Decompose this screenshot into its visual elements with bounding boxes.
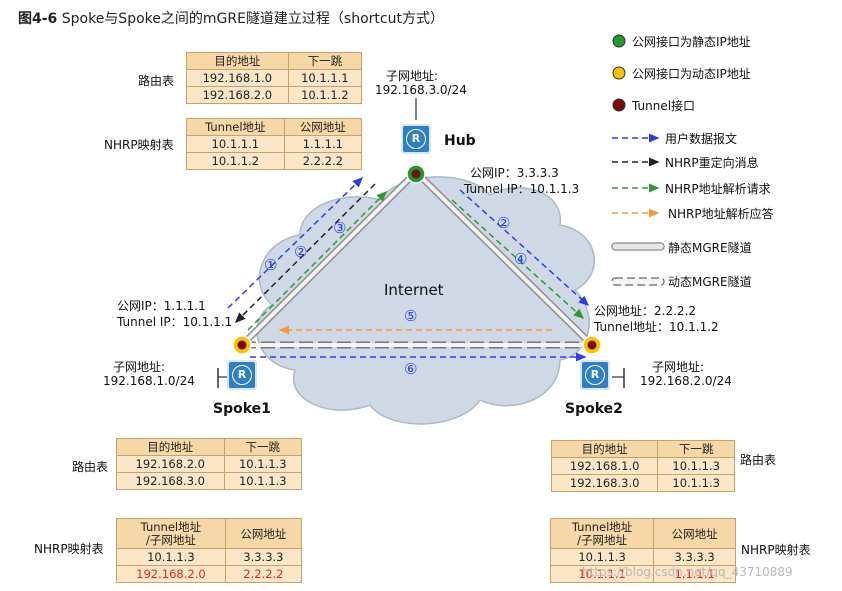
- header-cell: Tunnel地址: [186, 118, 285, 136]
- watermark: https://blog.csdn.net/qq_43710889: [582, 565, 793, 579]
- spoke1-tunnel-ip: Tunnel IP：10.1.1.1: [117, 315, 233, 329]
- spoke1-public-ip: 公网IP：1.1.1.1: [117, 299, 206, 313]
- header-cell: 公网地址: [653, 518, 736, 549]
- spoke2-router-icon: R: [580, 360, 610, 390]
- spoke2-subnet-label: 子网地址:: [652, 360, 705, 374]
- legend-dynamic-tunnel: 动态MGRE隧道: [668, 275, 752, 289]
- spoke2-tunnel-ip: Tunnel地址：10.1.1.2: [594, 320, 719, 334]
- step-3-marker: ③: [333, 219, 347, 237]
- arrow-1-user-data: [227, 176, 364, 309]
- header-cell: 下一跳: [657, 440, 735, 458]
- static-tunnel-hub-spoke2: [413, 169, 595, 348]
- legend-static-tunnel: 静态MGRE隧道: [668, 241, 752, 255]
- arrow-2-nhrp-redirect: [234, 183, 376, 324]
- step-1-marker: ①: [264, 256, 278, 274]
- legend-tunnel-interface: Tunnel接口: [632, 99, 696, 113]
- hub-subnet-label: 子网地址:: [386, 69, 439, 83]
- internet-label: Internet: [384, 281, 444, 299]
- legend-dynamic-ip: 公网接口为动态IP地址: [632, 67, 751, 81]
- spoke2-dynamic-ip-dot-icon: [582, 335, 602, 355]
- hub-subnet: 192.168.3.0/24: [375, 83, 467, 97]
- hub-nhrp-table-label: NHRP映射表: [104, 138, 174, 152]
- legend-user-data: 用户数据报文: [665, 132, 738, 146]
- hub-public-ip: 公网IP：3.3.3.3: [470, 166, 559, 180]
- header-cell: 目的地址: [186, 52, 289, 70]
- legend-nhrp-redirect: NHRP重定向消息: [665, 156, 759, 170]
- hub-static-ip-dot-icon: [406, 164, 426, 184]
- spoke1-name: Spoke1: [213, 401, 271, 417]
- spoke1-subnet: 192.168.1.0/24: [103, 374, 195, 388]
- legend-nhrp-reply: NHRP地址解析应答: [668, 207, 774, 221]
- header-cell: Tunnel地址 /子网地址: [549, 518, 655, 549]
- spoke1-nhrp-table-label: NHRP映射表: [34, 542, 104, 556]
- header-cell: Tunnel地址 /子网地址: [116, 518, 226, 549]
- spoke1-subnet-label: 子网地址:: [113, 360, 166, 374]
- legend-graphics: [611, 34, 665, 286]
- spoke2-subnet: 192.168.2.0/24: [640, 374, 732, 388]
- legend-static-ip: 公网接口为静态IP地址: [632, 35, 751, 49]
- spoke1-dynamic-ip-dot-icon: [232, 335, 252, 355]
- arrow-2-user-data-right: [459, 189, 590, 307]
- step-5-marker: ⑤: [404, 307, 418, 325]
- step-6-marker: ⑥: [404, 360, 418, 378]
- spoke2-route-table-label: 路由表: [740, 453, 777, 467]
- hub-tunnel-ip: Tunnel IP：10.1.1.3: [464, 182, 580, 196]
- spoke1-route-table-label: 路由表: [72, 460, 109, 474]
- header-cell: 公网地址: [224, 518, 303, 549]
- header-cell: 下一跳: [223, 438, 303, 456]
- header-cell: 下一跳: [287, 52, 363, 70]
- header-cell: 目的地址: [550, 440, 659, 458]
- internet-cloud: [256, 176, 595, 425]
- spoke2-nhrp-table-label: NHRP映射表: [741, 543, 811, 557]
- arrow-3-nhrp-request: [247, 190, 388, 331]
- header-cell: 目的地址: [116, 438, 225, 456]
- figure-title: 图4-6 Spoke与Spoke之间的mGRE隧道建立过程（shortcut方式…: [18, 11, 444, 27]
- spoke1-router-icon: R: [227, 360, 257, 390]
- hub-router-icon: R: [401, 124, 431, 154]
- hub-route-table-label: 路由表: [138, 74, 175, 88]
- spoke2-name: Spoke2: [565, 401, 623, 417]
- step-4-marker: ④: [514, 250, 528, 268]
- hub-name: Hub: [444, 133, 476, 149]
- spoke2-public-ip: 公网地址：2.2.2.2: [594, 304, 696, 318]
- step-2-right-marker: ②: [497, 214, 511, 232]
- step-2-marker: ②: [294, 243, 308, 261]
- header-cell: 公网地址: [283, 118, 363, 136]
- legend-nhrp-request: NHRP地址解析请求: [665, 182, 771, 196]
